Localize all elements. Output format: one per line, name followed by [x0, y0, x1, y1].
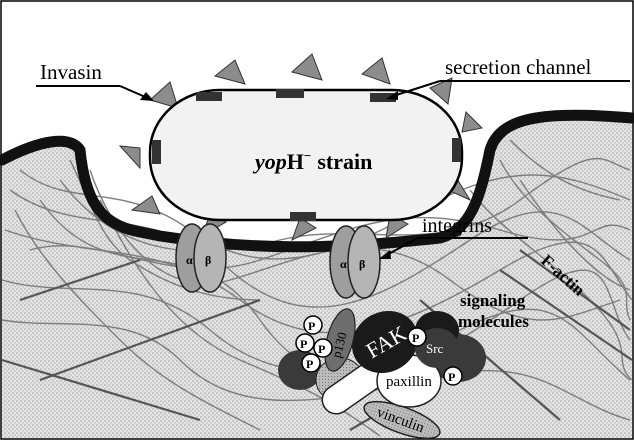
- src-label: Src: [426, 341, 444, 356]
- phospho-4: P: [302, 354, 320, 372]
- invasin-label: Invasin: [40, 60, 102, 84]
- phospho-2: P: [296, 334, 314, 352]
- svg-text:P: P: [306, 357, 313, 371]
- integrin-right: α β: [330, 226, 380, 298]
- phospho-6: P: [444, 367, 462, 385]
- paxillin-label: paxillin: [386, 374, 432, 390]
- beta-label-right: β: [359, 257, 365, 271]
- molecules-label: molecules: [458, 312, 529, 331]
- svg-text:P: P: [308, 319, 315, 333]
- secretion-channel-label: secretion channel: [445, 55, 592, 79]
- integrin-left: α β: [176, 224, 226, 292]
- alpha-label-right: α: [340, 257, 347, 271]
- phospho-3: P: [314, 339, 332, 357]
- svg-text:P: P: [318, 342, 325, 356]
- svg-text:P: P: [448, 370, 455, 384]
- signaling-label: signaling: [460, 291, 526, 310]
- phospho-1: P: [304, 316, 322, 334]
- svg-text:P: P: [412, 331, 419, 345]
- beta-label-left: β: [205, 253, 211, 267]
- alpha-label-left: α: [186, 253, 193, 267]
- phospho-5: P: [408, 328, 426, 346]
- svg-text:P: P: [300, 337, 307, 351]
- integrins-label: integrins: [422, 215, 492, 237]
